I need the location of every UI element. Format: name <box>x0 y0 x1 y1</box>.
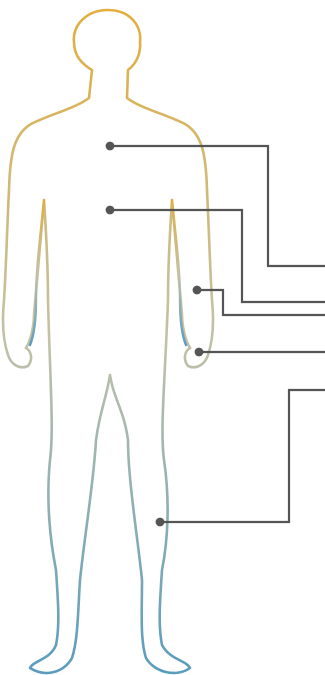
callout-dot <box>156 518 165 527</box>
body-outline <box>3 10 213 673</box>
callout-dot <box>106 206 115 215</box>
callout-line <box>110 210 325 302</box>
callout-wrist <box>195 348 325 357</box>
callout-dot <box>193 286 202 295</box>
callout-line <box>160 390 325 522</box>
callout-dot <box>195 348 204 357</box>
callout-chest <box>106 142 325 266</box>
callout-line <box>110 146 325 266</box>
callout-dot <box>106 142 115 151</box>
right-arm-inner-edge <box>172 200 186 345</box>
callout-calf <box>156 390 325 526</box>
callout-abdomen <box>106 206 325 302</box>
left-arm-inner-edge <box>30 200 44 345</box>
